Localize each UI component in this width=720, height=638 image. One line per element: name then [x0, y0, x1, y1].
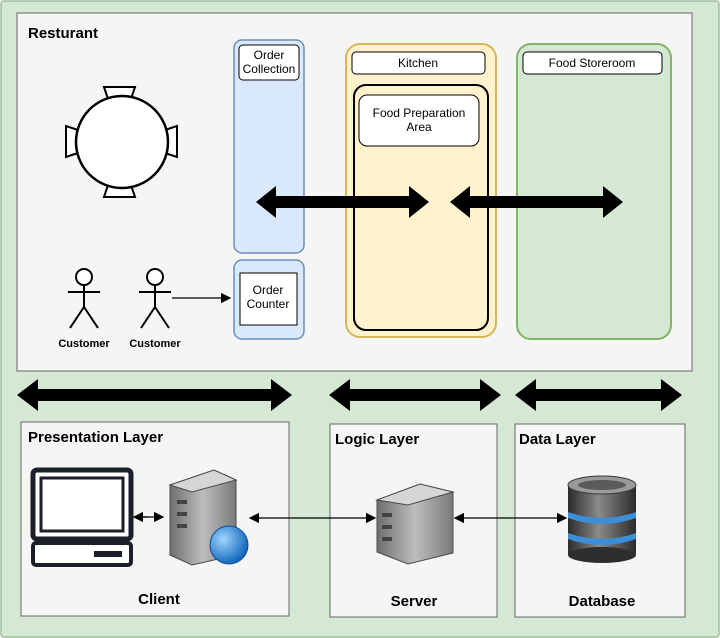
presentation-layer-title: Presentation Layer: [28, 429, 163, 446]
round-table-icon: [65, 86, 178, 198]
customer-label-1: Customer: [58, 338, 110, 350]
customer-label-2: Customer: [129, 338, 181, 350]
order-counter-line2: Counter: [247, 297, 290, 311]
order-collection-line2: Collection: [243, 62, 296, 76]
order-counter-zone: Order Counter: [233, 259, 305, 340]
presentation-layer-panel: Presentation Layer Client: [20, 421, 290, 617]
kitchen-zone: Kitchen Food Preparation Area: [345, 43, 497, 338]
kitchen-storeroom-arrow: [450, 186, 623, 218]
server-caption: Server: [391, 593, 438, 610]
customer-figure-2: Customer: [129, 268, 181, 350]
data-layer-panel: Data Layer Database: [514, 423, 686, 618]
server-tower-icon: [375, 483, 455, 565]
restaurant-title: Resturant: [28, 25, 98, 42]
restaurant-arrows: [256, 186, 623, 218]
food-prep-line2: Area: [406, 120, 432, 134]
database-caption: Database: [569, 593, 636, 610]
database-cylinder-icon: [567, 475, 637, 563]
food-storeroom-zone: Food Storeroom: [516, 43, 672, 340]
food-prep-line1: Food Preparation: [373, 106, 466, 120]
restaurant-logic-arrow: [329, 379, 501, 411]
order-collection-line1: Order: [254, 48, 285, 62]
globe-icon: [209, 525, 249, 565]
restaurant-presentation-arrow: [17, 379, 292, 411]
order-collection-zone: Order Collection: [233, 39, 305, 254]
logic-layer-panel: Logic Layer Server: [329, 423, 498, 618]
restaurant-panel: Resturant Order Collection Order Counter: [16, 12, 693, 372]
layer-link-arrows: [17, 379, 682, 411]
restaurant-data-arrow: [515, 379, 682, 411]
logic-layer-title: Logic Layer: [335, 431, 419, 448]
customer-figure-1: Customer: [58, 268, 110, 350]
collection-kitchen-arrow: [256, 186, 429, 218]
data-layer-title: Data Layer: [519, 431, 596, 448]
order-counter-line1: Order: [253, 283, 284, 297]
kitchen-label: Kitchen: [398, 56, 438, 70]
storeroom-label: Food Storeroom: [549, 56, 636, 70]
monitor-icon: [30, 467, 134, 567]
client-caption: Client: [138, 591, 180, 608]
